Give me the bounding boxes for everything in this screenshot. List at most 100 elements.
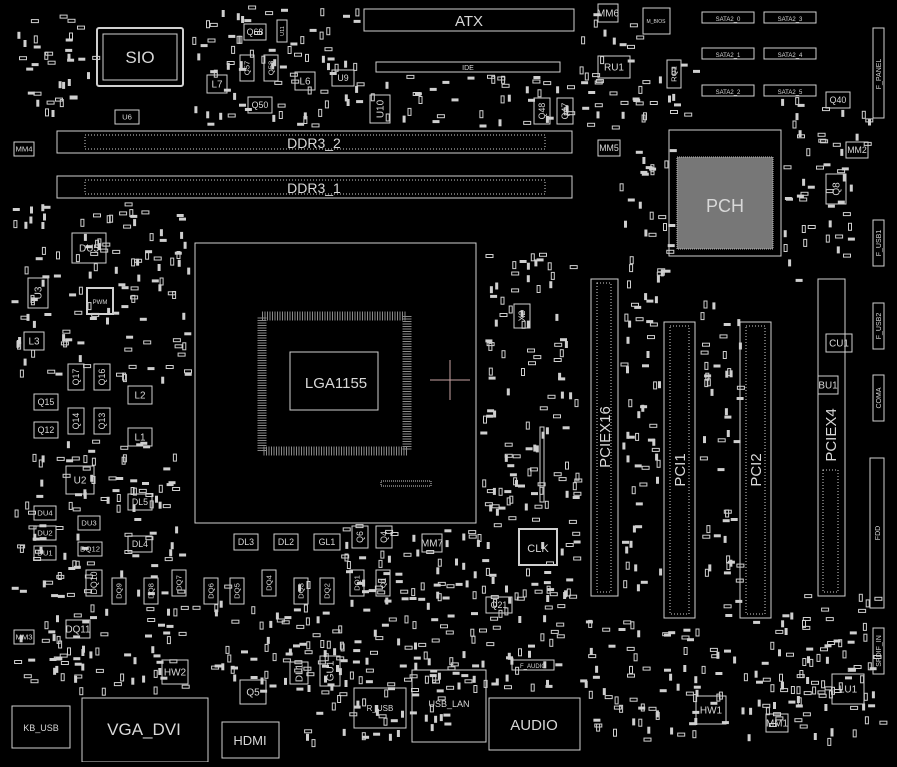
pad (658, 215, 667, 220)
pad (775, 629, 784, 634)
pad (511, 288, 520, 293)
pad (509, 473, 517, 477)
pad (95, 647, 100, 656)
pad (712, 302, 716, 310)
pad (45, 51, 54, 56)
pad (342, 728, 346, 736)
pad (837, 200, 845, 204)
pad (572, 496, 580, 499)
pad (172, 487, 181, 491)
pad (33, 91, 42, 96)
pad (852, 729, 857, 738)
pad (290, 42, 298, 46)
pad (192, 605, 201, 610)
pad (429, 87, 437, 91)
pad (807, 185, 815, 189)
pad (667, 244, 675, 248)
pad (86, 561, 95, 566)
pad (553, 358, 562, 362)
pad (835, 234, 844, 239)
pad (429, 704, 434, 713)
pad (713, 364, 721, 368)
pad (41, 222, 45, 229)
pad (560, 548, 564, 556)
component-outline (127, 427, 153, 447)
pad (642, 80, 651, 85)
pad (863, 692, 868, 701)
component-label: DL5 (132, 497, 148, 507)
component-outline (65, 619, 91, 639)
pad (555, 313, 559, 321)
pad (106, 215, 111, 224)
pad (19, 544, 24, 553)
pad (409, 597, 417, 600)
pad (147, 592, 155, 596)
f-usb2-header: F_USB2 (872, 302, 885, 350)
pad (558, 372, 562, 380)
pad (842, 174, 846, 182)
pad (485, 254, 494, 258)
pad (559, 349, 564, 358)
pad (546, 679, 549, 687)
sata-label: SATA2_3 (778, 17, 803, 23)
pad (565, 490, 569, 498)
pad (702, 342, 710, 347)
pad (625, 546, 629, 554)
pad (375, 708, 379, 716)
pad (498, 506, 506, 510)
pad (556, 622, 565, 627)
pad (534, 259, 538, 267)
component-outline (71, 232, 107, 264)
pad (355, 8, 360, 17)
pad (534, 504, 543, 509)
pad (411, 688, 419, 692)
pad (842, 212, 851, 217)
pad (641, 172, 649, 176)
pad (565, 461, 569, 470)
pad (239, 61, 243, 69)
pad (233, 92, 237, 100)
pad (504, 490, 512, 494)
pad (158, 623, 165, 627)
pad (472, 591, 477, 600)
pad (681, 635, 690, 640)
pad (266, 636, 270, 644)
component-label: DL2 (278, 537, 294, 547)
pad (843, 253, 851, 258)
pad (90, 474, 94, 482)
pad (837, 169, 846, 174)
pad (515, 666, 520, 675)
f-usb2-label: F_USB2 (876, 313, 883, 340)
ide-connector: IDE (375, 61, 561, 73)
pad (403, 552, 412, 557)
pad (741, 707, 745, 715)
pad (305, 617, 310, 626)
pad (62, 334, 66, 342)
pad (644, 229, 648, 237)
pad (531, 582, 539, 586)
pad (796, 696, 800, 703)
pad (66, 459, 74, 463)
pad (613, 728, 617, 737)
pad (724, 408, 728, 416)
pad (640, 405, 648, 409)
pad (363, 608, 371, 612)
component-outline (33, 545, 57, 561)
pad (442, 80, 450, 84)
pad (473, 685, 478, 693)
pad (647, 726, 651, 734)
pad (556, 634, 565, 639)
component-label: GU1 (326, 660, 337, 681)
pad (17, 31, 21, 39)
pad (158, 484, 163, 493)
component-outline (293, 577, 309, 605)
pad (645, 166, 653, 170)
component-label: DL1 (294, 663, 305, 682)
pad (318, 108, 323, 117)
pad (802, 617, 811, 621)
pad (483, 415, 487, 424)
pad (650, 167, 655, 176)
pad (132, 505, 136, 512)
pad (727, 560, 735, 564)
